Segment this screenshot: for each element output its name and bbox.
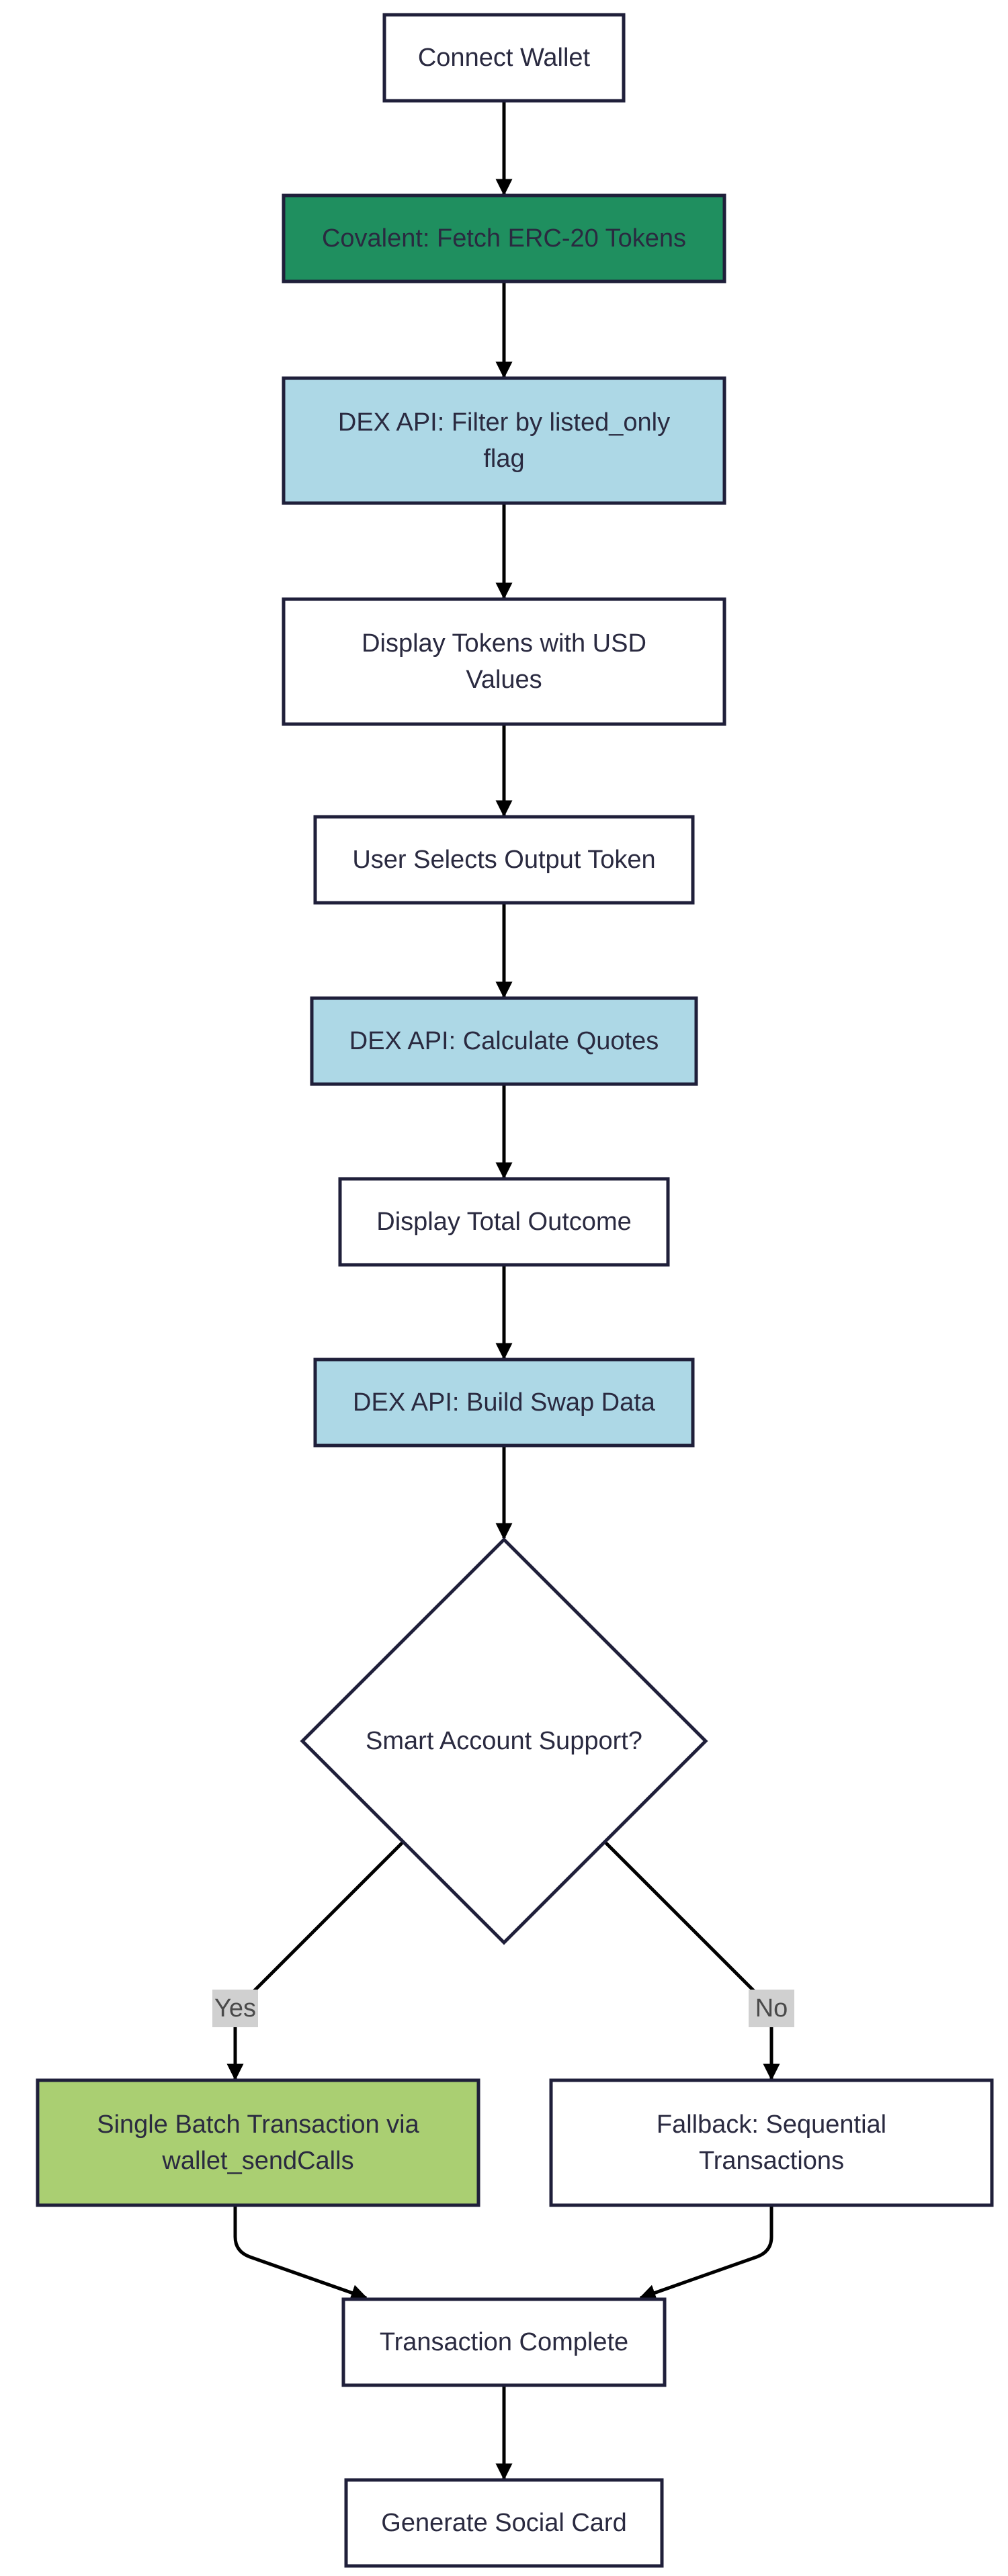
decision-diamond [300,1537,708,1945]
node-label: Covalent: Fetch ERC-20 Tokens [322,224,686,253]
node-label: Connect Wallet [418,44,591,72]
node-label: User Selects Output Token [352,846,655,874]
node-label: flag [483,445,524,473]
node-label: Generate Social Card [381,2509,626,2537]
edge-label-text: Yes [214,1994,256,2023]
node-label: Values [466,666,542,694]
edge-label-background [212,1990,258,2027]
node-build: DEX API: Build Swap Data [313,1358,695,1448]
process-box [313,1358,695,1448]
node-label: Transaction Complete [380,2328,628,2356]
process-box [313,815,695,905]
process-box [344,2478,664,2568]
node-covalent: Covalent: Fetch ERC-20 Tokens [282,193,726,283]
node-display-tokens: Display Tokens with USD Values [282,597,726,726]
node-label: Fallback: Sequential [657,2111,886,2139]
node-label: Single Batch Transaction via [97,2111,419,2139]
node-social: Generate Social Card [344,2478,664,2568]
node-outcome: Display Total Outcome [338,1177,670,1267]
node-decision: Smart Account Support? [300,1537,708,1945]
node-select: User Selects Output Token [313,815,695,905]
node-label: Display Total Outcome [376,1208,631,1236]
process-box [282,193,726,283]
process-box [282,597,726,726]
node-batch: Single Batch Transaction via wallet_sendC… [36,2078,480,2207]
process-box [341,2297,667,2387]
node-label: Transactions [699,2147,844,2175]
edge-decision-to-batch [226,1839,406,2081]
node-label: Smart Account Support? [366,1727,642,1755]
node-label: DEX API: Calculate Quotes [349,1027,659,1055]
node-label: Display Tokens with USD [362,629,646,658]
process-box [338,1177,670,1267]
node-label: DEX API: Build Swap Data [353,1388,656,1417]
edge-label-yes: Yes [212,1990,258,2027]
node-label: DEX API: Filter by listed_only [338,408,670,437]
process-box [310,996,698,1086]
edge-label-no: No [749,1990,794,2027]
edge-fallback-to-complete [638,2205,773,2301]
edge-label-text: No [755,1994,788,2023]
edge-batch-to-complete [233,2205,368,2301]
edge-label-background [749,1990,794,2027]
edge-decision-to-fallback [602,1839,780,2081]
process-box [382,13,626,103]
process-box [282,376,726,505]
process-box [36,2078,480,2207]
node-connect: Connect Wallet [382,13,626,103]
edge-labels-layer: Yes No [212,1990,794,2027]
process-box [549,2078,994,2207]
node-complete: Transaction Complete [341,2297,667,2387]
node-quotes: DEX API: Calculate Quotes [310,996,698,1086]
node-label: wallet_sendCalls [161,2147,353,2175]
